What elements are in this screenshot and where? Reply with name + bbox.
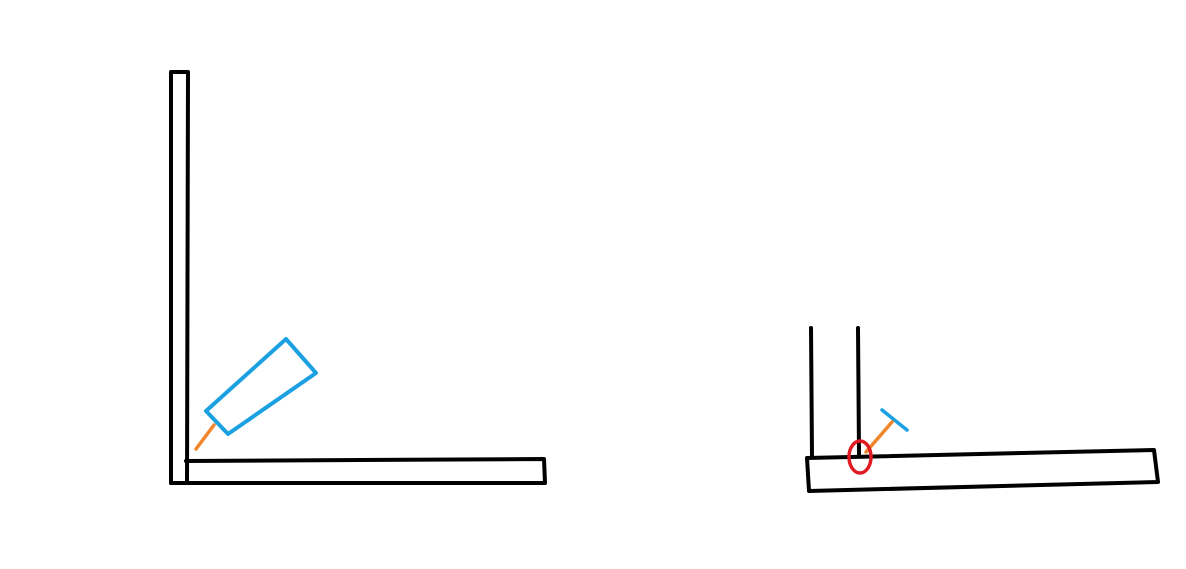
fillet-weld-setup-figure xyxy=(169,70,547,485)
welding-torch-icon xyxy=(204,337,318,436)
vertical-plate-right-edge-icon xyxy=(856,326,861,456)
torch-tip-icon xyxy=(880,408,909,432)
highlight-circle-marker-icon xyxy=(847,439,873,475)
horizontal-plate-icon xyxy=(169,457,547,485)
tilted-joint-detail-figure xyxy=(805,326,1160,493)
vertical-plate-icon xyxy=(169,70,190,485)
vertical-plate-left-edge-icon xyxy=(809,326,814,458)
filler-wire-icon xyxy=(194,423,216,451)
tilted-base-plate-icon xyxy=(805,448,1160,493)
